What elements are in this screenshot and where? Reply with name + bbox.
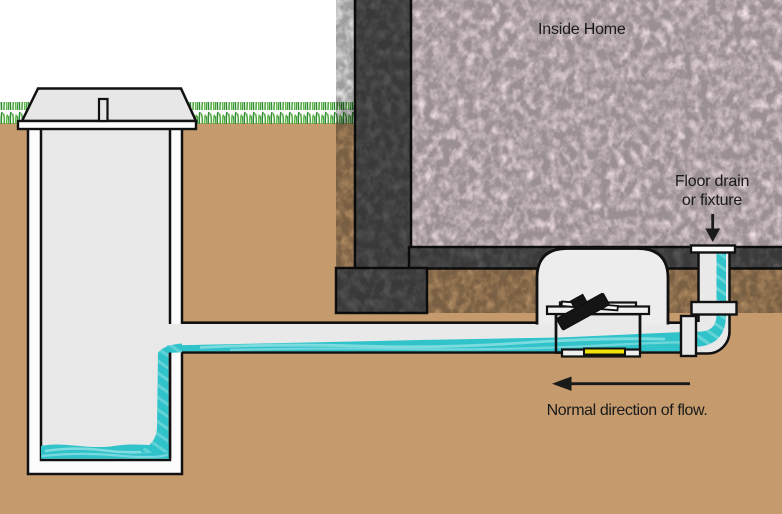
manhole-structure bbox=[16, 87, 198, 476]
inside-home-label: Inside Home bbox=[538, 21, 626, 38]
drain-pipe-coupling bbox=[690, 300, 738, 316]
inside-home-area bbox=[411, 0, 782, 248]
manhole-interior bbox=[39, 122, 172, 462]
floor-drain-label-line1: Floor drain bbox=[674, 173, 750, 190]
floor-drain-label: Floor drain or fixture bbox=[642, 173, 782, 211]
valve-flap-gate bbox=[556, 292, 610, 331]
drain-water-stripes bbox=[686, 251, 726, 347]
manhole-lid bbox=[19, 87, 198, 123]
pool-wave-highlight bbox=[41, 452, 169, 459]
flow-direction-arrow bbox=[552, 376, 690, 391]
pipe-wave-highlight bbox=[229, 341, 684, 352]
valve-seal bbox=[583, 347, 626, 356]
down-arrow-icon bbox=[705, 228, 721, 242]
left-arrow-icon bbox=[552, 376, 572, 391]
manhole-lid-handle bbox=[97, 97, 109, 123]
floor-drain-label-line2: or fixture bbox=[681, 191, 743, 209]
manhole-lid-rim bbox=[16, 119, 198, 131]
floor-drain-pointer bbox=[705, 214, 721, 242]
floor-drain-assembly bbox=[679, 244, 738, 358]
pipe-coupling-vertical bbox=[679, 314, 698, 358]
pipe-wave-highlight bbox=[199, 337, 666, 349]
waterfall-stripes bbox=[141, 343, 182, 453]
flow-direction-label: Normal direction of flow. bbox=[546, 402, 708, 419]
floor-drain-flange bbox=[689, 244, 737, 254]
